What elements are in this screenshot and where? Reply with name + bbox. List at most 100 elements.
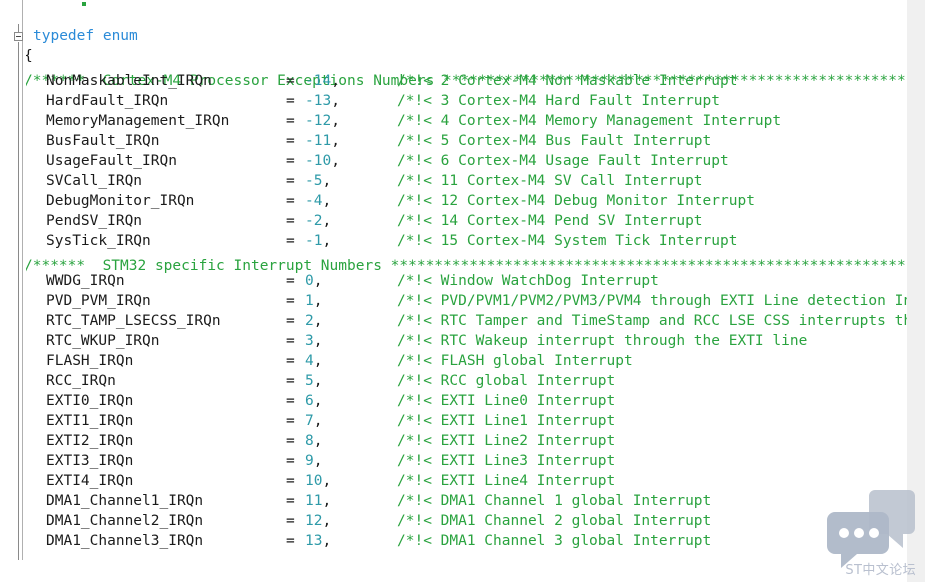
enum-member-value-group: -14, [305, 71, 340, 91]
enum-member-name: EXTI3_IRQn [46, 453, 134, 469]
assignment-operator: = [286, 233, 295, 249]
assignment-operator: = [286, 173, 295, 189]
assignment-operator: = [286, 273, 295, 289]
value-comma: , [313, 273, 323, 289]
value-comma: , [322, 213, 332, 229]
enum-member-name: DMA1_Channel1_IRQn [46, 493, 204, 509]
fold-gutter[interactable] [0, 0, 26, 582]
enum-member-comment: /*!< 12 Cortex-M4 Debug Monitor Interrup… [397, 193, 755, 209]
enum-member-comment: /*!< EXTI Line0 Interrupt [397, 393, 616, 409]
enum-member-comment: /*!< EXTI Line1 Interrupt [397, 413, 616, 429]
assignment-operator: = [286, 313, 295, 329]
enum-member-value: -12 [305, 113, 332, 129]
assignment-operator: = [286, 73, 295, 89]
enum-member-value: 11 [305, 493, 323, 509]
comment-banner-cortex-text: /****** Cortex-M4 Processor Exceptions N… [24, 73, 907, 89]
enum-member-value-group: 13, [305, 531, 331, 551]
enum-member-value: 4 [305, 353, 314, 369]
vertical-scrollbar-track[interactable] [907, 0, 925, 582]
enum-member-comment: /*!< RCC global Interrupt [397, 373, 616, 389]
comment-banner-cortex: /****** Cortex-M4 Processor Exceptions N… [0, 51, 907, 89]
enum-member-value-group: -1, [305, 231, 331, 251]
enum-member-name: BusFault_IRQn [46, 133, 160, 149]
enum-member-value-group: -5, [305, 171, 331, 191]
enum-member-value-group: -4, [305, 191, 331, 211]
enum-member-comment: /*!< 3 Cortex-M4 Hard Fault Interrupt [397, 93, 721, 109]
value-comma: , [322, 173, 332, 189]
enum-member-name: RCC_IRQn [46, 373, 116, 389]
enum-member-comment: /*!< DMA1 Channel 3 global Interrupt [397, 533, 712, 549]
fold-stem-bottom [18, 42, 19, 560]
enum-member-value: 10 [305, 473, 323, 489]
assignment-operator: = [286, 113, 295, 129]
enum-member-name: UsageFault_IRQn [46, 153, 177, 169]
enum-member-value-group: 11, [305, 491, 331, 511]
enum-member-value: -14 [305, 73, 332, 89]
enum-member-comment: /*!< EXTI Line4 Interrupt [397, 473, 616, 489]
value-comma: , [313, 393, 323, 409]
assignment-operator: = [286, 513, 295, 529]
enum-member-value-group: 6, [305, 391, 322, 411]
enum-member-value-group: -11, [305, 131, 340, 151]
enum-member-name: EXTI1_IRQn [46, 413, 134, 429]
assignment-operator: = [286, 153, 295, 169]
enum-member-comment: /*!< EXTI Line3 Interrupt [397, 453, 616, 469]
enum-member-comment: /*!< DMA1 Channel 2 global Interrupt [397, 513, 712, 529]
enum-member-comment: /*!< RTC Tamper and TimeStamp and RCC LS… [397, 313, 907, 329]
partial-line-speck [82, 2, 86, 6]
value-comma: , [331, 93, 340, 109]
enum-member-name: SVCall_IRQn [46, 173, 143, 189]
enum-member-comment: /*!< 11 Cortex-M4 SV Call Interrupt [397, 173, 703, 189]
vertical-scrollbar-thumb[interactable] [908, 0, 924, 560]
enum-member-comment: /*!< 2 Cortex-M4 Non Maskable Interrupt [397, 73, 738, 89]
value-comma: , [313, 313, 323, 329]
enum-member-name: NonMaskableInt_IRQn [46, 73, 212, 89]
enum-member-name: FLASH_IRQn [46, 353, 134, 369]
value-comma: , [313, 293, 323, 309]
enum-member-name: PendSV_IRQn [46, 213, 143, 229]
enum-member-value-group: -13, [305, 91, 340, 111]
enum-member-value-group: 1, [305, 291, 322, 311]
code-line-typedef: typedef enum [0, 6, 138, 44]
enum-member-name: EXTI4_IRQn [46, 473, 134, 489]
assignment-operator: = [286, 133, 295, 149]
value-comma: , [322, 533, 332, 549]
enum-member-value: 6 [305, 393, 314, 409]
enum-member-value: 13 [305, 533, 323, 549]
enum-member-value: -1 [305, 233, 323, 249]
enum-member-comment: /*!< 6 Cortex-M4 Usage Fault Interrupt [397, 153, 729, 169]
comment-banner-stm32-text: /****** STM32 specific Interrupt Numbers… [24, 258, 907, 274]
assignment-operator: = [286, 93, 295, 109]
value-comma: , [313, 333, 323, 349]
enum-member-value: -4 [305, 193, 323, 209]
enum-member-comment: /*!< 15 Cortex-M4 System Tick Interrupt [397, 233, 738, 249]
enum-member-value: -11 [305, 133, 332, 149]
enum-member-name: SysTick_IRQn [46, 233, 151, 249]
value-comma: , [313, 453, 323, 469]
value-comma: , [322, 473, 332, 489]
indent-guide-line [22, 0, 23, 560]
enum-member-value: 2 [305, 313, 314, 329]
assignment-operator: = [286, 373, 295, 389]
code-line-open-brace: { [0, 26, 52, 64]
value-comma: , [331, 133, 340, 149]
enum-member-value-group: 12, [305, 511, 331, 531]
assignment-operator: = [286, 433, 295, 449]
enum-member-value: -13 [305, 93, 332, 109]
assignment-operator: = [286, 293, 295, 309]
assignment-operator: = [286, 473, 295, 489]
enum-member-value: -2 [305, 213, 323, 229]
comment-banner-stm32: /****** STM32 specific Interrupt Numbers… [0, 236, 907, 274]
enum-member-value: 1 [305, 293, 314, 309]
enum-member-comment: /*!< EXTI Line2 Interrupt [397, 433, 616, 449]
assignment-operator: = [286, 413, 295, 429]
fold-toggle-icon[interactable] [14, 32, 23, 41]
fold-stem-top [18, 24, 19, 33]
enum-member-value-group: 5, [305, 371, 322, 391]
enum-member-name: MemoryManagement_IRQn [46, 113, 230, 129]
enum-member-name: DMA1_Channel3_IRQn [46, 533, 204, 549]
enum-member-comment: /*!< DMA1 Channel 1 global Interrupt [397, 493, 712, 509]
enum-member-comment: /*!< 4 Cortex-M4 Memory Management Inter… [397, 113, 782, 129]
